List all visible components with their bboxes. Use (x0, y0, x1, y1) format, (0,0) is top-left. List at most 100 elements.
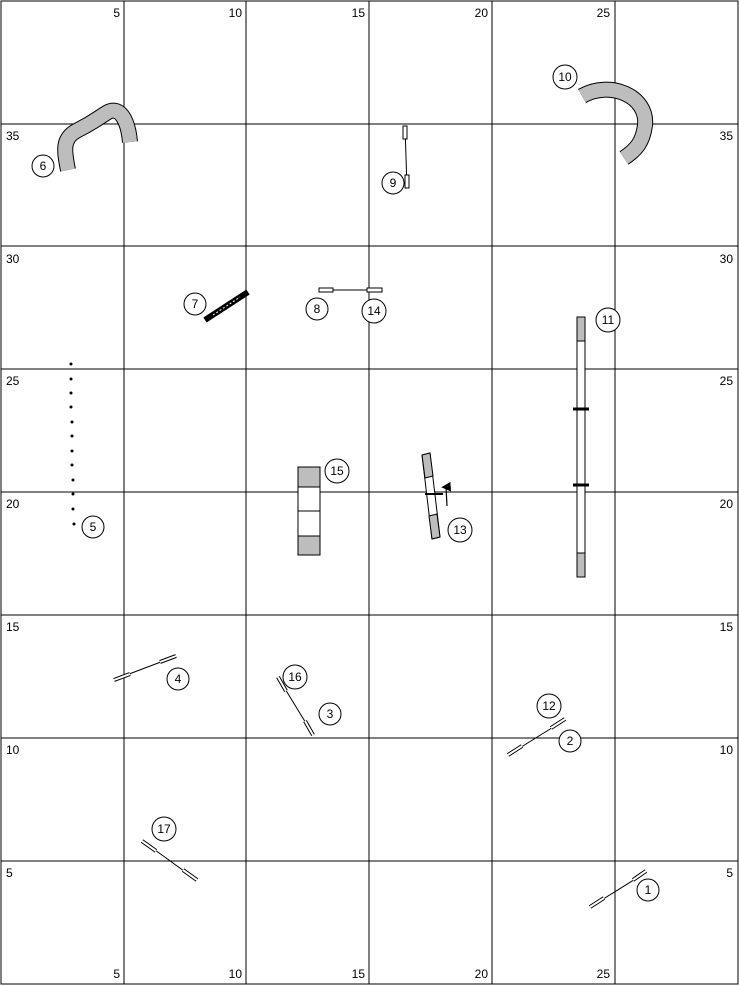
number-marker-9[interactable]: 9 (381, 171, 405, 195)
obstacle-5-weave-poles[interactable] (69, 362, 76, 526)
bottom-label: 10 (229, 967, 243, 981)
obstacle-17-jump[interactable] (140, 839, 199, 882)
bottom-label: 5 (113, 967, 120, 981)
jump-wing (318, 287, 334, 293)
dog-walk-contact-zone (576, 552, 586, 578)
jump-wing-fill (113, 673, 131, 681)
a-frame-contact-zone (297, 535, 321, 556)
obstacle-10-tunnel[interactable] (578, 81, 654, 165)
obstacle-4-jump[interactable] (113, 654, 177, 682)
tire-ring (212, 296, 241, 316)
number-label: 5 (90, 520, 97, 534)
number-marker-14[interactable]: 14 (361, 298, 387, 324)
jump-wing-fill (141, 840, 157, 852)
right-label: 10 (720, 743, 734, 757)
weave-pole (72, 522, 76, 526)
obstacle-6-tunnel[interactable] (57, 102, 138, 172)
obstacle-1-jump[interactable] (588, 869, 648, 909)
jump-wing (366, 287, 383, 293)
weave-pole (70, 420, 74, 424)
right-label: 35 (720, 129, 734, 143)
jump-wing-fill (632, 870, 647, 881)
number-marker-8[interactable]: 8 (305, 297, 329, 321)
obstacle-11-dog-walk[interactable] (573, 316, 589, 578)
weave-pole (71, 478, 75, 482)
obstacle-3-jump[interactable] (276, 676, 315, 736)
left-label: 10 (6, 743, 20, 757)
number-markers: 1 2 3 4 5 6 7 8 9 10 11 12 13 14 15 16 1… (31, 64, 660, 902)
jump-wing-fill (159, 655, 177, 663)
a-frame-side (297, 510, 321, 537)
obstacle-15-a-frame[interactable] (297, 466, 321, 556)
weave-pole (70, 463, 74, 467)
number-label: 3 (327, 707, 334, 721)
number-marker-10[interactable]: 10 (552, 64, 578, 90)
number-marker-2[interactable]: 2 (558, 729, 582, 753)
right-label: 15 (720, 620, 734, 634)
jump-wing (404, 174, 410, 189)
top-label: 10 (229, 6, 243, 20)
seesaw-direction-arrow (441, 481, 452, 507)
number-marker-17[interactable]: 17 (151, 816, 177, 842)
obstacle-8-jump[interactable] (318, 287, 383, 293)
jump-wing-fill (550, 718, 566, 729)
number-label: 7 (192, 297, 199, 311)
top-label: 25 (597, 6, 611, 20)
number-label: 14 (367, 304, 381, 318)
left-label: 5 (6, 866, 13, 880)
weave-pole (70, 434, 74, 438)
right-label: 20 (720, 497, 734, 511)
number-label: 17 (157, 822, 171, 836)
number-marker-1[interactable]: 1 (636, 878, 660, 902)
a-frame-contact-zone (297, 466, 321, 488)
number-marker-12[interactable]: 12 (536, 693, 562, 719)
number-marker-4[interactable]: 4 (166, 667, 190, 691)
jump-wing-fill (589, 897, 605, 908)
number-label: 8 (314, 302, 321, 316)
weave-pole (69, 391, 73, 395)
obstacle-9-jump[interactable] (402, 125, 410, 189)
weave-pole (69, 405, 73, 409)
obstacle-2-jump[interactable] (506, 717, 567, 757)
right-label: 30 (720, 252, 734, 266)
weave-pole (71, 507, 75, 511)
number-marker-6[interactable]: 6 (31, 154, 55, 178)
axis-labels: 5 10 15 20 25 5 10 15 20 25 35 30 25 20 … (6, 6, 733, 981)
jump-wing-fill (277, 676, 287, 692)
number-label: 10 (558, 70, 572, 84)
dog-walk-plank (576, 316, 586, 578)
jump-wing-fill (507, 745, 523, 756)
number-marker-7[interactable]: 7 (183, 292, 207, 316)
number-label: 13 (453, 523, 467, 537)
number-marker-15[interactable]: 15 (324, 458, 350, 484)
top-label: 5 (113, 6, 120, 20)
jump-wing-fill (182, 869, 198, 881)
obstacle-7-tire[interactable] (203, 289, 250, 323)
weave-pole (71, 492, 75, 496)
obstacle-13-seesaw[interactable] (421, 452, 452, 540)
bottom-label: 15 (352, 967, 366, 981)
number-label: 12 (542, 699, 556, 713)
number-marker-5[interactable]: 5 (81, 515, 105, 539)
number-marker-16[interactable]: 16 (282, 664, 308, 690)
jump-wing-fill (304, 720, 314, 736)
left-label: 30 (6, 252, 20, 266)
number-label: 4 (175, 672, 182, 686)
number-label: 15 (330, 464, 344, 478)
seesaw-contact-zone (421, 452, 434, 479)
number-marker-11[interactable]: 11 (595, 307, 621, 333)
weave-pole (69, 362, 73, 366)
number-label: 9 (390, 176, 397, 190)
weave-pole (69, 377, 73, 381)
number-marker-13[interactable]: 13 (447, 517, 473, 543)
number-marker-3[interactable]: 3 (318, 702, 342, 726)
bottom-label: 25 (597, 967, 611, 981)
bottom-label: 20 (475, 967, 489, 981)
top-label: 15 (352, 6, 366, 20)
jump-wing (402, 125, 408, 140)
number-label: 6 (40, 159, 47, 173)
weave-pole (70, 449, 74, 453)
top-label: 20 (475, 6, 489, 20)
